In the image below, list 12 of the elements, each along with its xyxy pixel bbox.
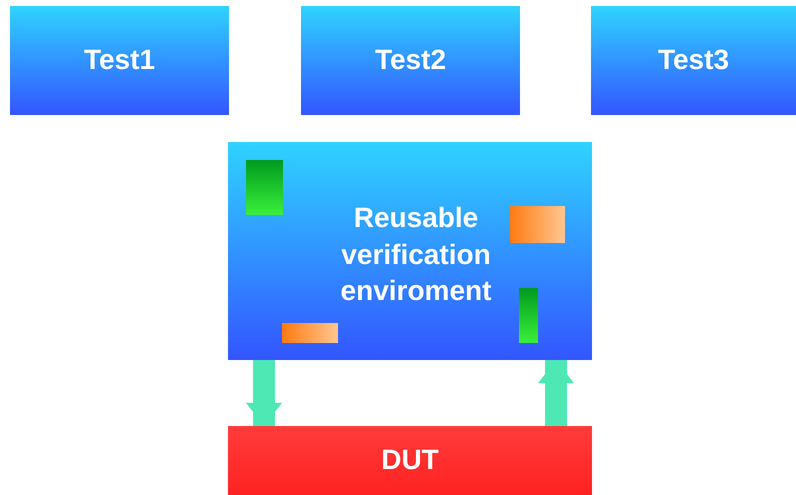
box-label: Test2 xyxy=(374,43,446,78)
box-label: Test3 xyxy=(658,43,730,78)
box-label: DUT xyxy=(381,443,439,478)
box-label: Test1 xyxy=(84,43,156,78)
arrow xyxy=(246,360,282,426)
arrow xyxy=(538,360,574,426)
process-box xyxy=(301,6,520,115)
process-box xyxy=(228,142,592,360)
process-box xyxy=(10,6,229,115)
dut-box xyxy=(228,426,592,495)
box-label: Reusable verification enviroment xyxy=(340,201,492,308)
process-box xyxy=(591,6,796,115)
